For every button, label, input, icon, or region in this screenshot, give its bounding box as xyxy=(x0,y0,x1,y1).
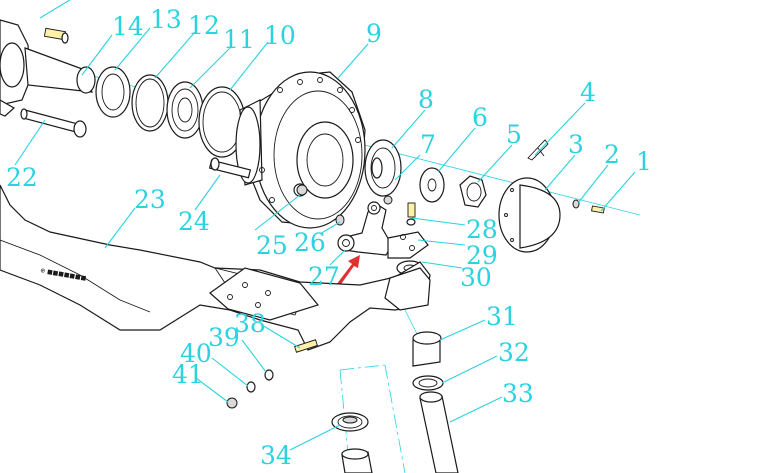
callout-10: 10 xyxy=(264,21,296,50)
callout-22: 22 xyxy=(6,163,38,192)
wheel-hub xyxy=(235,71,366,229)
lower-bushing xyxy=(341,448,373,473)
callout-13: 13 xyxy=(150,5,182,34)
seal-ring-12 xyxy=(131,74,169,132)
leader-lines xyxy=(14,0,636,451)
washer-39 xyxy=(264,369,274,381)
callout-24: 24 xyxy=(178,207,210,236)
bolt-1 xyxy=(591,205,605,214)
hub-nut xyxy=(459,175,487,208)
bolt-26 xyxy=(335,214,345,226)
callout-27: 27 xyxy=(308,262,340,291)
callout-41: 41 xyxy=(172,360,204,389)
callout-29: 29 xyxy=(466,241,498,270)
callout-14: 14 xyxy=(112,12,144,41)
callout-32: 32 xyxy=(498,338,530,367)
hub-cap xyxy=(498,177,561,253)
callout-9: 9 xyxy=(366,19,382,48)
callout-1: 1 xyxy=(636,147,652,176)
callout-28: 28 xyxy=(466,215,498,244)
wheel-stud xyxy=(208,157,252,179)
callout-5: 5 xyxy=(506,120,522,149)
callout-7: 7 xyxy=(420,130,436,159)
pin-top xyxy=(43,27,69,44)
thrust-bearing xyxy=(331,412,369,432)
washer-6 xyxy=(419,167,445,203)
bolt-38 xyxy=(294,339,318,353)
washer-40 xyxy=(246,381,256,393)
callout-6: 6 xyxy=(472,103,488,132)
callout-31: 31 xyxy=(486,302,518,331)
callout-26: 26 xyxy=(294,228,326,257)
callout-numbers: 1 2 3 4 5 6 7 8 9 10 11 12 13 14 22 23 2… xyxy=(6,5,652,470)
steering-arm xyxy=(337,201,393,256)
callout-30: 30 xyxy=(460,263,492,292)
bolt-28 xyxy=(383,195,416,226)
washer-2 xyxy=(572,199,580,209)
callout-2: 2 xyxy=(604,140,620,169)
callout-23: 23 xyxy=(134,185,166,214)
washer-32 xyxy=(412,375,444,391)
kingpin-33 xyxy=(419,391,459,473)
callout-3: 3 xyxy=(568,130,584,159)
callout-4: 4 xyxy=(580,78,596,107)
callout-40: 40 xyxy=(180,339,212,368)
kingpin-bolt xyxy=(20,108,87,138)
seal-ring-13 xyxy=(95,66,131,118)
callout-12: 12 xyxy=(188,11,220,40)
callout-33: 33 xyxy=(502,379,534,408)
red-direction-arrow xyxy=(336,255,360,287)
steering-knuckle xyxy=(0,19,96,117)
callout-8: 8 xyxy=(418,85,434,114)
callout-25: 25 xyxy=(256,231,288,260)
bearing-11 xyxy=(166,81,204,139)
front-axle-beam: ⊕ ■■■■■■■ xyxy=(0,184,431,351)
callout-38: 38 xyxy=(234,309,266,338)
callout-39: 39 xyxy=(208,323,240,352)
callout-34: 34 xyxy=(260,441,292,470)
callout-11: 11 xyxy=(223,25,255,54)
nut-41 xyxy=(226,397,238,409)
cotter-pin xyxy=(527,139,549,161)
bushing-31 xyxy=(412,331,442,367)
bearing-8 xyxy=(364,139,402,197)
